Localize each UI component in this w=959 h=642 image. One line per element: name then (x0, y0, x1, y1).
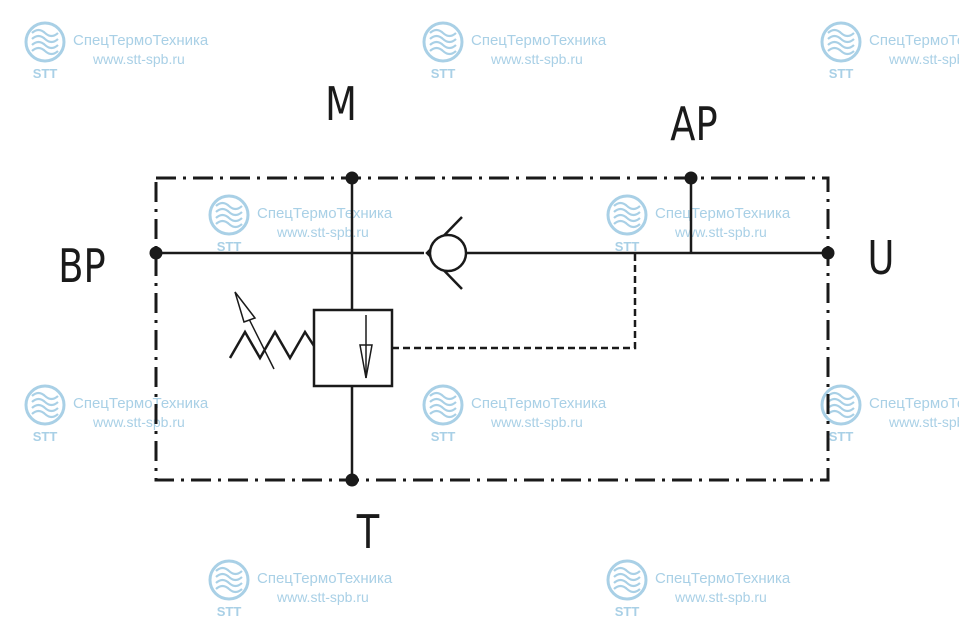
watermark-url: www.stt-spb.ru (674, 589, 767, 605)
watermark-url: www.stt-spb.ru (888, 414, 959, 430)
watermark-logo-text: STT (217, 239, 242, 254)
stt-logo-icon (24, 21, 66, 63)
spring-zigzag (228, 329, 316, 361)
watermark-url: www.stt-spb.ru (92, 51, 185, 67)
stt-logo-icon (208, 559, 250, 601)
port-label-t: T (356, 505, 380, 559)
check-valve-ball (428, 233, 468, 273)
watermark-url: www.stt-spb.ru (888, 51, 959, 67)
stt-logo-icon (422, 384, 464, 426)
watermark-logo-text: STT (33, 429, 58, 444)
watermark-tile: STT СпецТермоТехника www.stt-spb.ru (24, 384, 209, 444)
watermark-tile: STT СпецТермоТехника www.stt-spb.ru (24, 21, 209, 81)
watermark-tile: STT СпецТермоТехника www.stt-spb.ru (606, 559, 791, 619)
stt-logo-icon (208, 194, 250, 236)
watermark-url: www.stt-spb.ru (490, 51, 583, 67)
stt-logo-icon (820, 384, 862, 426)
watermark-url: www.stt-spb.ru (674, 224, 767, 240)
spring-adjust-arrow-head (234, 291, 257, 323)
port-dot-ap (684, 171, 698, 185)
watermark-company: СпецТермоТехника (869, 395, 959, 412)
watermark-company: СпецТермоТехника (869, 32, 959, 49)
port-dot-bp (149, 246, 163, 260)
watermark-tile: STT СпецТермоТехника www.stt-spb.ru (208, 559, 393, 619)
watermark-company: СпецТермоТехника (73, 32, 209, 49)
watermark-logo-text: STT (615, 604, 640, 619)
watermark-tile: STT СпецТермоТехника www.stt-spb.ru (208, 194, 393, 254)
port-dot-m (345, 171, 359, 185)
watermark-company: СпецТермоТехника (471, 32, 607, 49)
port-label-ap: AP (670, 97, 717, 151)
watermark-url: www.stt-spb.ru (490, 414, 583, 430)
watermark-logo-text: STT (615, 239, 640, 254)
check-valve-seat (425, 216, 463, 290)
port-dot-u (821, 246, 835, 260)
stt-logo-icon (606, 559, 648, 601)
watermark-tile: STT СпецТермоТехника www.stt-spb.ru (820, 21, 959, 81)
adjustable-spring (228, 291, 316, 370)
watermark-logo-text: STT (829, 429, 854, 444)
watermark-logo-text: STT (33, 66, 58, 81)
stt-logo-icon (820, 21, 862, 63)
watermark-logo-text: STT (217, 604, 242, 619)
watermark-company: СпецТермоТехника (257, 205, 393, 222)
watermark-url: www.stt-spb.ru (276, 589, 369, 605)
watermark-company: СпецТермоТехника (655, 570, 791, 587)
port-label-u: U (868, 231, 895, 285)
watermark-layer: STTСпецТермоТехникаwww.stt-spb.ruSTTСпец… (24, 21, 959, 619)
watermark-tile: STT СпецТермоТехника www.stt-spb.ru (422, 21, 607, 81)
pressure-relief-valve (312, 308, 394, 388)
watermark-logo-text: STT (431, 429, 456, 444)
watermark-tile: STT СпецТермоТехника www.stt-spb.ru (820, 384, 959, 444)
watermark-logo-text: STT (431, 66, 456, 81)
relief-valve-arrow-head (359, 344, 373, 379)
check-valve (425, 216, 468, 290)
watermark-url: www.stt-spb.ru (276, 224, 369, 240)
watermark-tile: STT СпецТермоТехника www.stt-spb.ru (422, 384, 607, 444)
port-label-m: M (325, 77, 357, 131)
port-dot-t (345, 473, 359, 487)
watermark-logo-text: STT (829, 66, 854, 81)
watermark-tile: STT СпецТермоТехника www.stt-spb.ru (606, 194, 791, 254)
relief-valve-body (312, 308, 394, 388)
stt-logo-icon (24, 384, 66, 426)
port-label-bp: BP (58, 239, 105, 293)
stt-logo-icon (606, 194, 648, 236)
pilot-line (392, 253, 637, 350)
watermark-company: СпецТермоТехника (471, 395, 607, 412)
watermark-company: СпецТермоТехника (73, 395, 209, 412)
watermark-url: www.stt-spb.ru (92, 414, 185, 430)
valve-body-outline (154, 176, 830, 482)
stt-logo-icon (422, 21, 464, 63)
watermark-company: СпецТермоТехника (257, 570, 393, 587)
watermark-company: СпецТермоТехника (655, 205, 791, 222)
